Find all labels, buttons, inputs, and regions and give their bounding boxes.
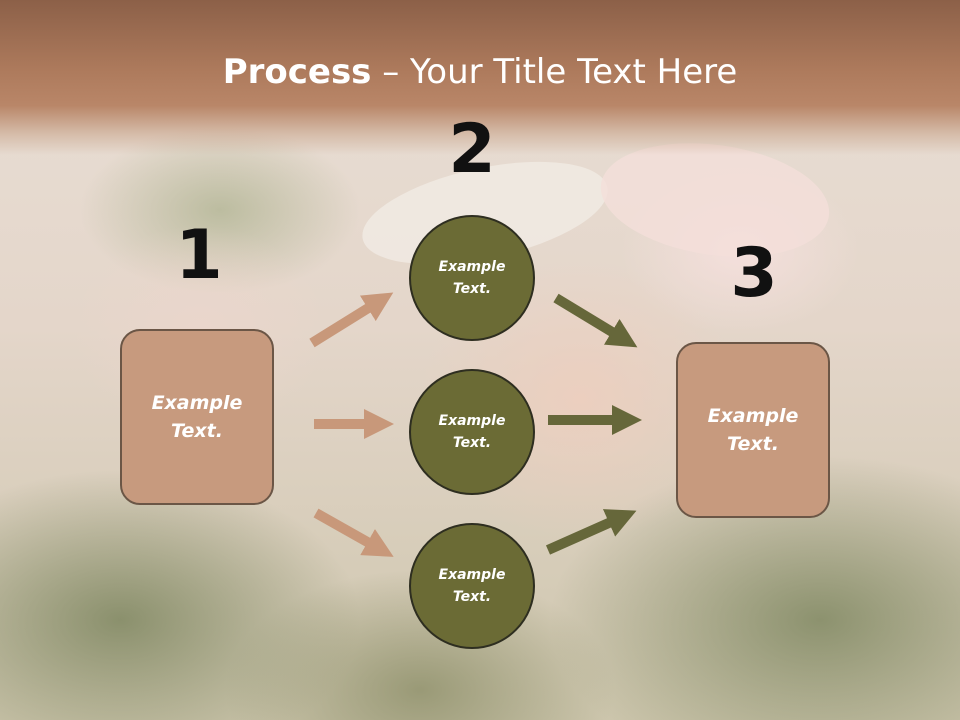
circle-bottom-line-2: Text. bbox=[452, 589, 492, 605]
title-rest: – Your Title Text Here bbox=[371, 52, 738, 92]
circle-bottom: Example Text. bbox=[409, 523, 535, 649]
left-text-box: Example Text. bbox=[120, 329, 274, 505]
circle-bottom-line-1: Example bbox=[438, 566, 506, 583]
circle-top: Example Text. bbox=[409, 215, 535, 341]
slide-title: Process – Your Title Text Here bbox=[0, 52, 960, 92]
circle-middle-line-2: Text. bbox=[452, 435, 492, 451]
title-band bbox=[0, 0, 960, 155]
right-text-box: Example Text. bbox=[676, 342, 830, 518]
title-bold: Process bbox=[222, 52, 372, 92]
right-box-line-2: Text. bbox=[727, 433, 779, 455]
step-number-2: 2 bbox=[448, 110, 496, 189]
arrow-left-to-top bbox=[309, 292, 394, 348]
arrow-top-to-right bbox=[553, 293, 638, 348]
left-box-line-1: Example bbox=[151, 391, 243, 414]
arrow-bottom-to-right bbox=[545, 509, 637, 555]
circle-middle: Example Text. bbox=[409, 369, 535, 495]
arrow-left-to-bottom bbox=[313, 508, 394, 557]
step-number-1: 1 bbox=[175, 216, 223, 295]
step-number-3: 3 bbox=[730, 234, 778, 313]
left-box-line-2: Text. bbox=[171, 420, 223, 442]
circle-top-line-2: Text. bbox=[452, 281, 492, 297]
circle-middle-line-1: Example bbox=[438, 412, 506, 429]
right-box-line-1: Example bbox=[707, 404, 799, 427]
circle-top-line-1: Example bbox=[438, 258, 506, 275]
